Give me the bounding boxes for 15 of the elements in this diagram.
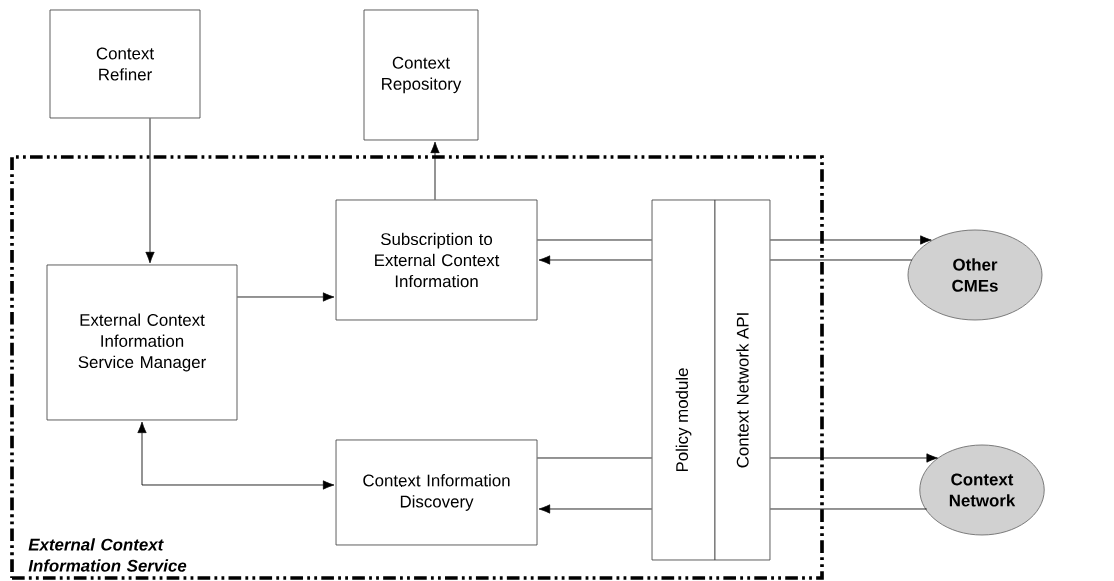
arrow <box>137 421 335 490</box>
process-box: Context Refiner <box>49 9 201 119</box>
process-box: Context Repository <box>363 9 479 141</box>
process-box: Context Information Discovery <box>335 439 538 546</box>
process-box: Subscription to External Context Information <box>335 199 538 321</box>
arrow <box>770 453 938 463</box>
arrow <box>538 255 653 265</box>
arrow <box>538 504 653 514</box>
process-box: External Context Information Service Manager <box>46 264 238 421</box>
module-box: Policy module <box>651 199 716 561</box>
arrow <box>770 235 932 245</box>
arrow <box>237 292 335 302</box>
arrow <box>145 118 155 264</box>
arrow <box>430 141 440 200</box>
module-box: Context Network API <box>714 199 771 561</box>
